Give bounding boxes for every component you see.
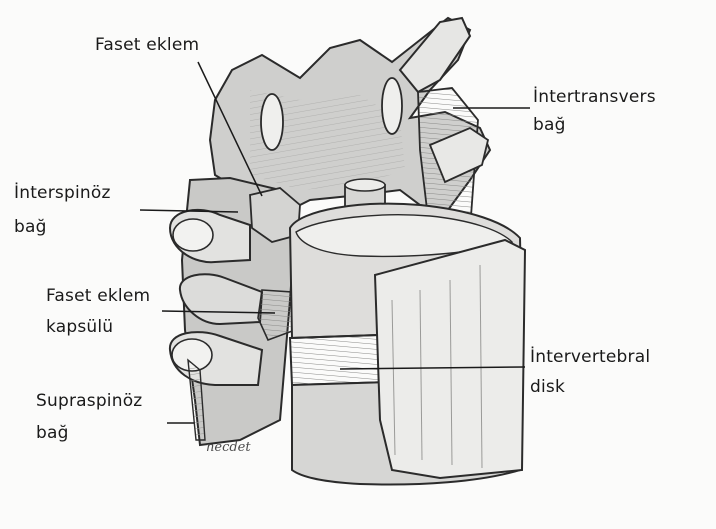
artist-signature: necdet [206,440,251,455]
label-faset-kapsul-line2: kapsülü [46,314,113,340]
label-faset-kapsul-line1: Faset eklem [46,283,150,309]
label-intertransvers-line1: İntertransvers [533,84,656,110]
cutaway-panel [375,240,525,478]
label-supraspinoz-line2: bağ [36,420,69,446]
facet-oval-left [261,94,283,150]
label-intertransvers-line2: bağ [533,112,566,138]
label-intervertebral-line1: İntervertebral [530,344,650,370]
label-interspinoz-line2: bağ [14,214,47,240]
facet-oval-right [382,78,402,134]
label-interspinoz-line1: İnterspinöz [14,180,111,206]
label-faset-eklem: Faset eklem [95,32,199,58]
label-supraspinoz-line1: Supraspinöz [36,388,142,414]
label-intervertebral-line2: disk [530,374,565,400]
